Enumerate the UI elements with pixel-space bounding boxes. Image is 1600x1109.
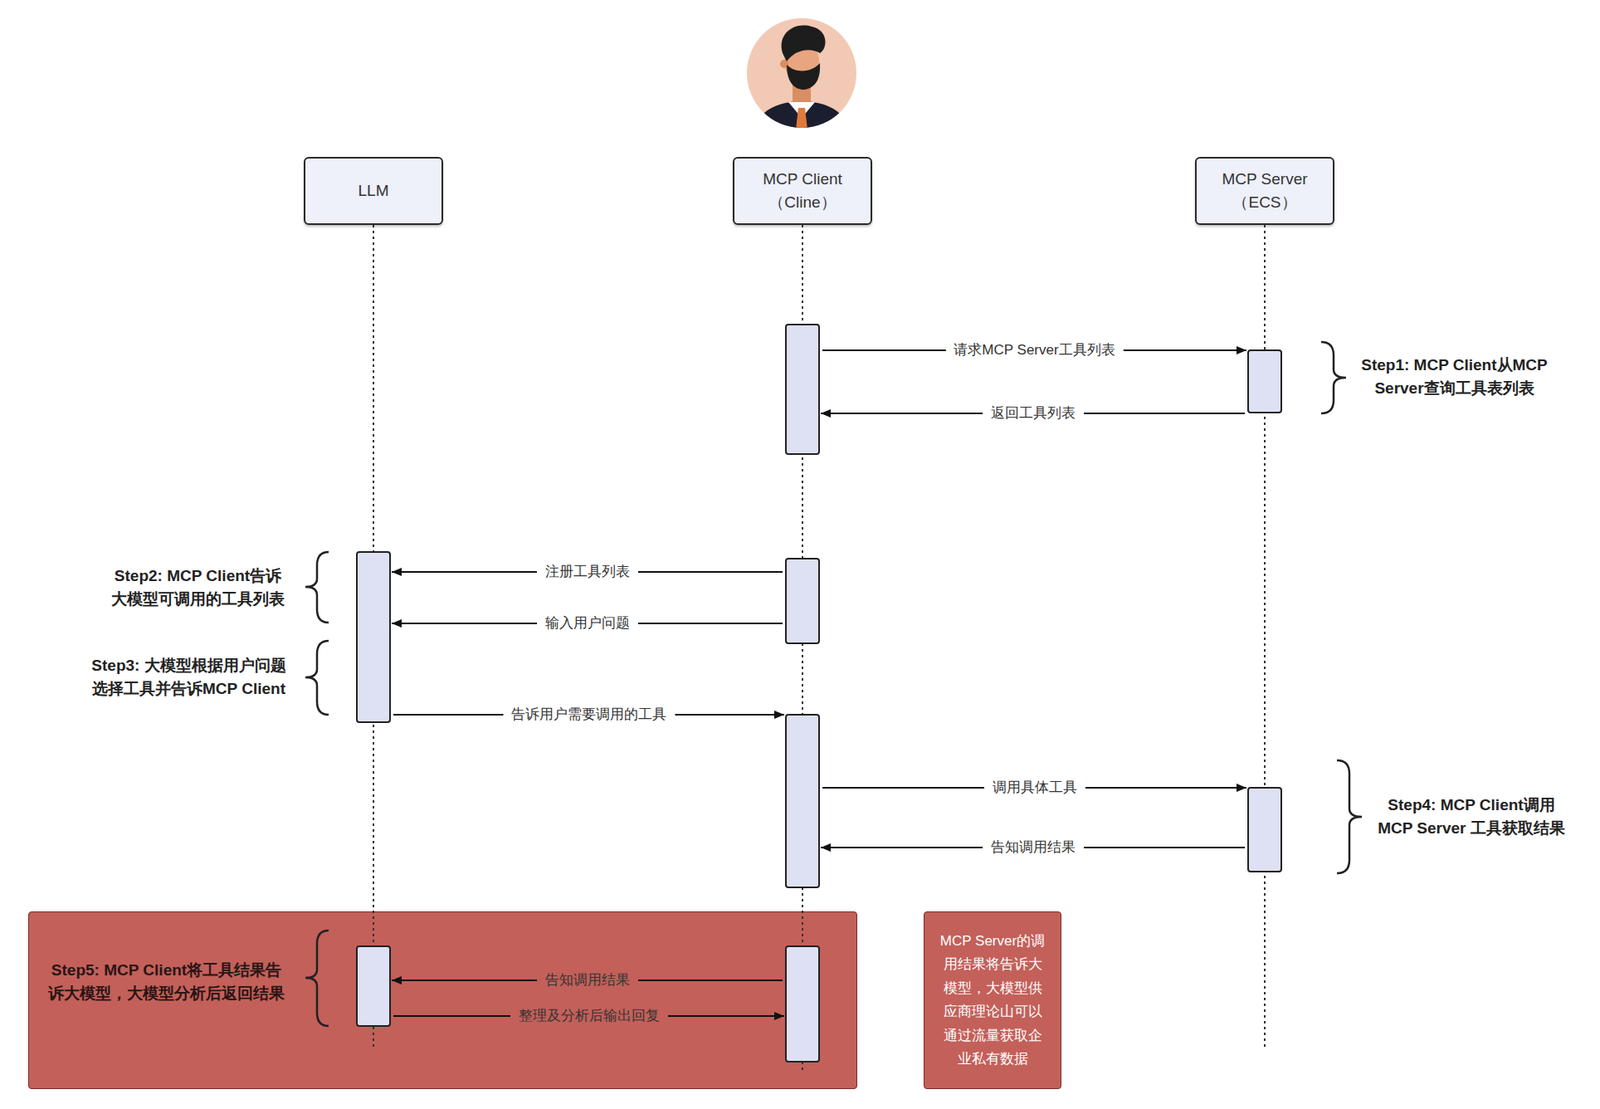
step-note: Step2: MCP Client告诉 大模型可调用的工具列表 xyxy=(104,564,292,611)
message-arrow xyxy=(822,349,1247,352)
node-text: LLM xyxy=(358,179,390,203)
bracket xyxy=(305,341,1362,1026)
message-label: 请求MCP Server工具列表 xyxy=(945,341,1123,360)
message-label: 注册工具列表 xyxy=(536,562,639,581)
message-arrow xyxy=(391,622,783,625)
node-text: MCP Server的调 用结果将告诉大 模型，大模型供 应商理论山可以 通过流… xyxy=(931,929,1054,1072)
participant-box: MCP Server （ECS） xyxy=(1195,156,1335,225)
message-label: 调用具体工具 xyxy=(984,778,1086,797)
message-arrow xyxy=(393,1014,785,1017)
message-arrow xyxy=(822,786,1247,789)
participant-box: LLM xyxy=(303,156,444,225)
step-band: Step5: MCP Client将工具结果告 诉大模型，大模型分析后返回结果 xyxy=(28,911,858,1089)
node-text: Step5: MCP Client将工具结果告 诉大模型，大模型分析后返回结果 xyxy=(39,958,293,1005)
message-arrow xyxy=(391,979,783,981)
message-label: 返回工具列表 xyxy=(982,404,1084,423)
step-note: Step1: MCP Client从MCP Server查询工具表列表 xyxy=(1352,353,1557,400)
step-note: Step3: 大模型根据用户问题 选择工具并告诉MCP Client xyxy=(82,653,295,701)
node-text: MCP Server （ECS） xyxy=(1208,167,1322,215)
message-label: 告知调用结果 xyxy=(982,838,1084,857)
message-arrow xyxy=(820,846,1245,849)
message-arrow xyxy=(820,412,1245,415)
user-avatar xyxy=(746,18,857,137)
participant-box: MCP Client （Cline） xyxy=(732,156,873,225)
node-text: MCP Client （Cline） xyxy=(746,167,859,215)
note-box: MCP Server的调 用结果将告诉大 模型，大模型供 应商理论山可以 通过流… xyxy=(923,911,1062,1089)
message-label: 告诉用户需要调用的工具 xyxy=(502,705,675,724)
message-label: 输入用户问题 xyxy=(536,614,639,633)
lifeline xyxy=(373,224,1265,1073)
message-arrow xyxy=(391,570,783,573)
activation-bar xyxy=(356,324,1282,1062)
message-arrow xyxy=(393,713,785,716)
step-note: Step4: MCP Client调用 MCP Server 工具获取结果 xyxy=(1371,793,1571,840)
